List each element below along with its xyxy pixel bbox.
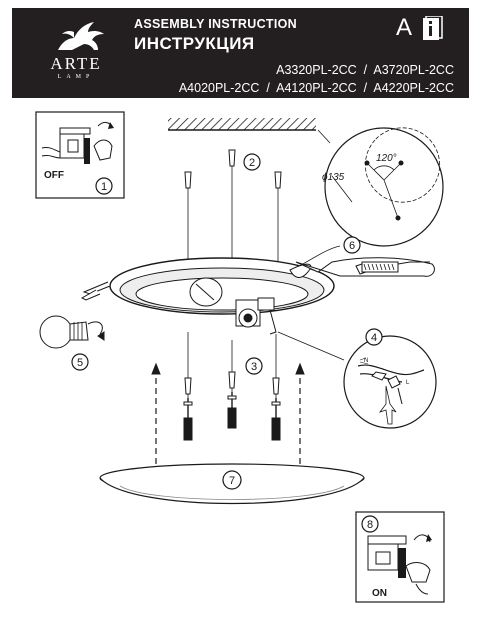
step-2-marker — [243, 153, 261, 171]
off-label: OFF — [44, 170, 64, 181]
brand-logo: ARTE LAMP — [38, 16, 114, 88]
wiring-detail — [277, 331, 437, 429]
wire-neutral-label: N — [364, 358, 368, 364]
on-label: ON — [372, 588, 387, 599]
wire-clamp-detail — [289, 245, 435, 278]
title-russian: ИНСТРУКЦИЯ — [134, 34, 255, 53]
griffin-icon — [58, 22, 104, 50]
section-letter: A — [396, 14, 413, 41]
alignment-arrows — [151, 362, 305, 464]
step-5-marker — [71, 353, 89, 371]
info-book-icon — [423, 16, 443, 40]
step-3-number: 3 — [251, 361, 257, 373]
diameter-label: ϕ135 — [322, 172, 345, 183]
step-6-marker — [343, 236, 361, 254]
model-list-line-2: A4020PL-2CC / A4120PL-2CC / A4220PL-2CC — [178, 81, 454, 95]
step-8-marker — [361, 515, 379, 533]
step-8-switch-on-panel — [355, 511, 445, 603]
step-7-marker — [222, 470, 242, 490]
mounting-screws — [184, 149, 282, 310]
title-english: ASSEMBLY INSTRUCTION — [134, 17, 297, 31]
step-8-number: 8 — [367, 519, 373, 531]
step-3-marker — [245, 357, 263, 375]
step-4-marker — [365, 328, 383, 346]
step-6-number: 6 — [349, 240, 355, 252]
lamp-sockets — [189, 277, 277, 335]
brand-name: ARTE — [50, 54, 102, 73]
wire-live-label: L — [406, 380, 410, 386]
step-5-number: 5 — [77, 357, 83, 369]
model-list-line-1: A3320PL-2CC / A3720PL-2CC — [276, 63, 454, 77]
screwdriver-icons — [183, 392, 281, 441]
brand-subtitle: LAMP — [57, 74, 95, 80]
light-bulb — [39, 315, 105, 349]
header-bar: ARTE LAMP ASSEMBLY INSTRUCTION ИНСТРУКЦИ… — [12, 8, 469, 98]
angle-label: 120° — [376, 153, 397, 164]
mounting-dimension-detail — [317, 127, 444, 247]
step-1-marker — [95, 177, 113, 195]
ceiling — [168, 118, 316, 131]
step-7-number: 7 — [229, 475, 235, 487]
step-2-number: 2 — [249, 157, 255, 169]
step-1-number: 1 — [101, 181, 107, 193]
step-4-number: 4 — [371, 332, 377, 344]
fixing-screws — [184, 332, 280, 398]
